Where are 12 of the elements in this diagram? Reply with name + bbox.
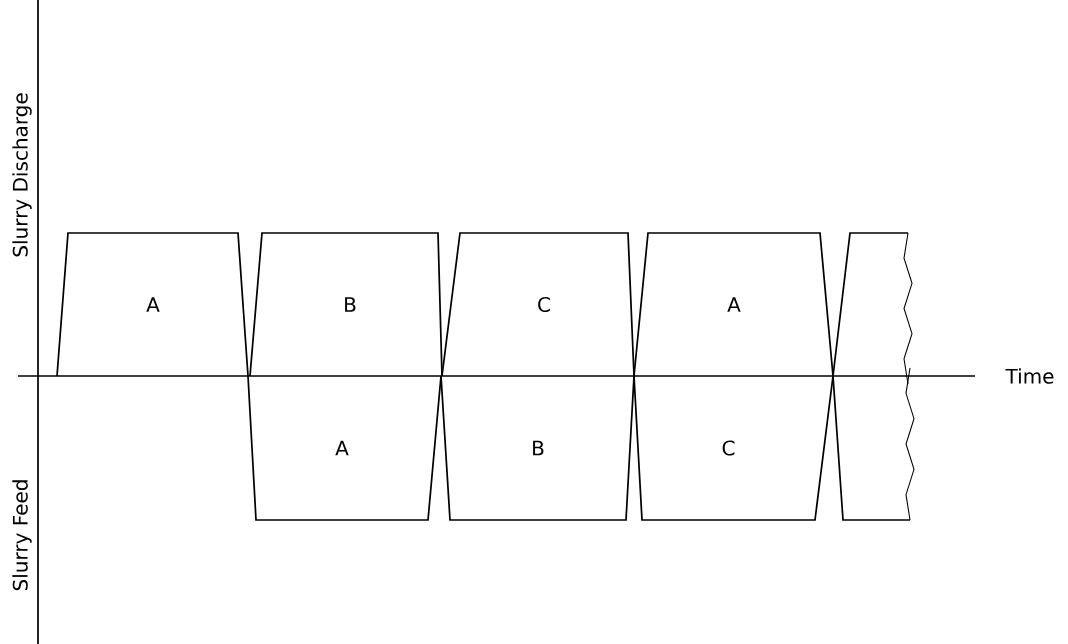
pulse-trapezoid: A	[56, 232, 249, 377]
pulse-trapezoid: B	[440, 375, 635, 521]
partial-pulse	[832, 367, 915, 521]
axis-label: Time	[1001, 364, 1059, 388]
pulse-trapezoid: C	[441, 232, 635, 377]
axis-label: Slurry Feed	[8, 474, 36, 596]
axis-label: Slurry Discharge	[8, 88, 36, 262]
pulse-trapezoid: A	[247, 375, 442, 521]
pulse-trapezoid: C	[633, 375, 834, 521]
pulse-trapezoid: A	[633, 232, 834, 377]
partial-pulse	[832, 232, 913, 385]
pulse-trapezoid: B	[249, 232, 443, 377]
